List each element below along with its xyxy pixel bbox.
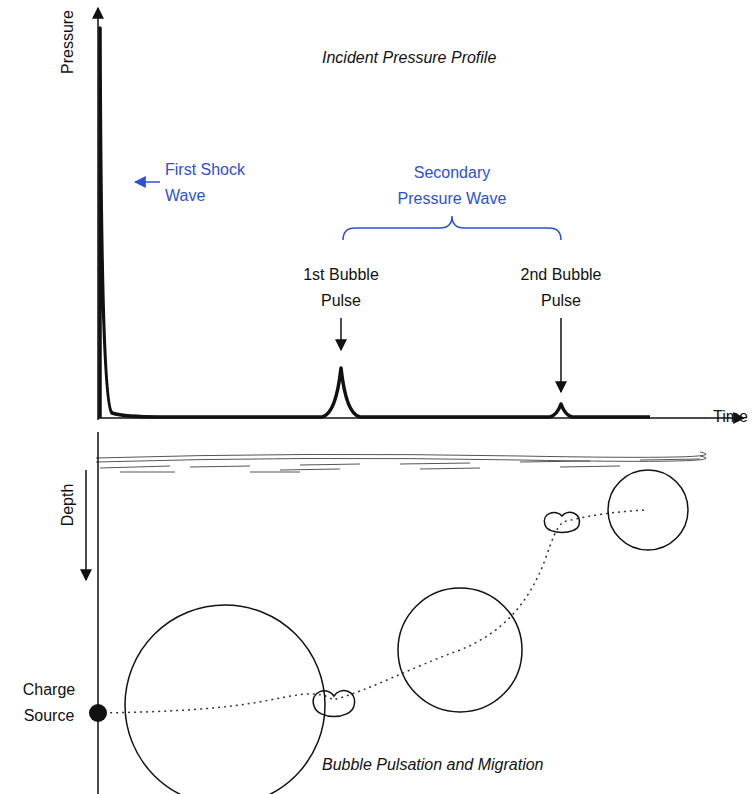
axis-label: Depth (59, 484, 77, 527)
panel-title: Bubble Pulsation and Migration (322, 752, 543, 778)
depth-arrow (85, 470, 87, 580)
migration-path (98, 510, 648, 713)
panel-title: Incident Pressure Profile (322, 45, 496, 71)
pressure-curve (100, 28, 650, 418)
bubbles (125, 470, 688, 794)
pulse-pointer (340, 318, 342, 350)
shock-label: First Shock Wave (165, 157, 265, 209)
axis-label: Pressure (59, 10, 77, 74)
axis-label: Time (713, 404, 748, 430)
depth-axis (97, 432, 99, 794)
charge-label: Charge Source (16, 677, 82, 729)
pulse-pointer (560, 318, 562, 392)
shock-pointer (135, 181, 160, 183)
pulse-label: 2nd Bubble Pulse (516, 262, 606, 314)
secondary-bracket (343, 216, 561, 240)
water-surface (96, 452, 706, 472)
pulse-label: 1st Bubble Pulse (296, 262, 386, 314)
charge-source-dot (89, 704, 107, 722)
secondary-label: Secondary Pressure Wave (387, 160, 517, 212)
